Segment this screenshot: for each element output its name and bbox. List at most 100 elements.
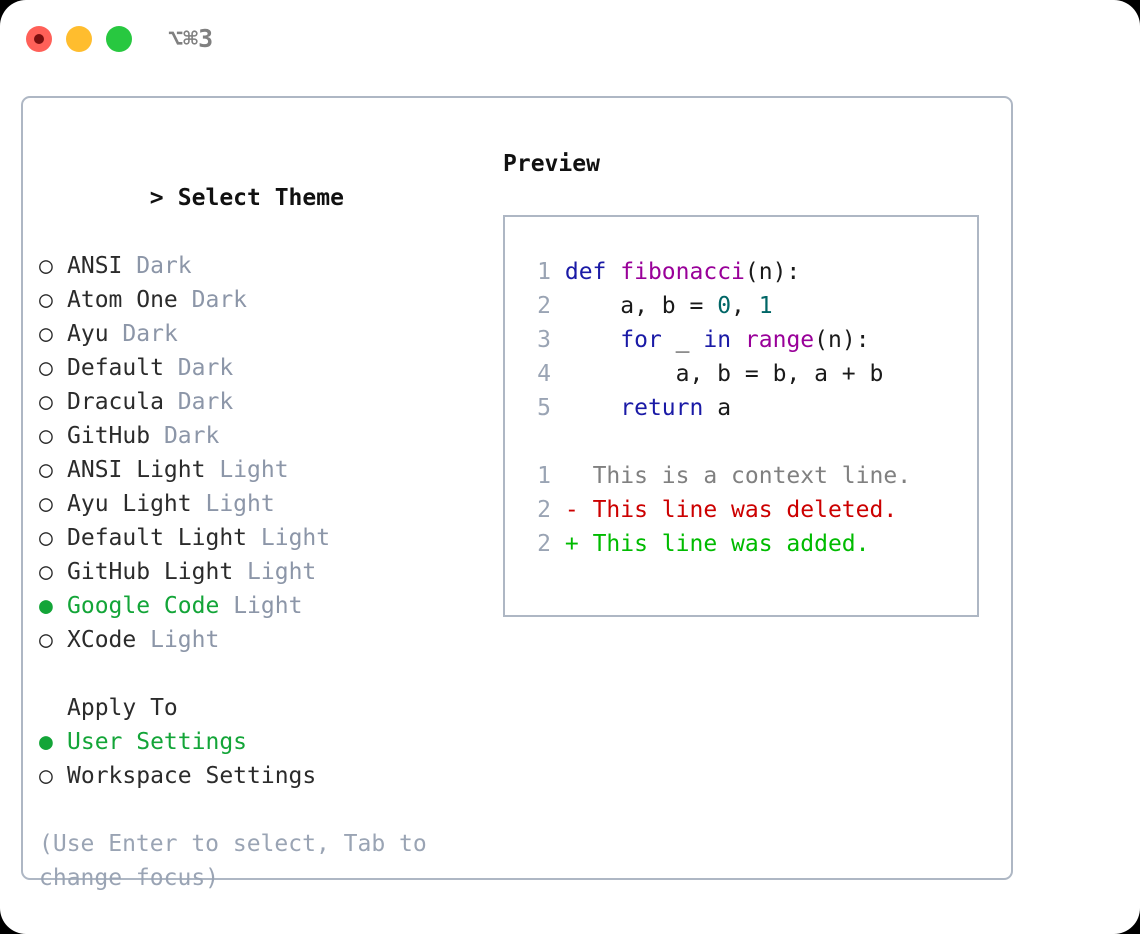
code-diff-gap <box>519 425 971 459</box>
radio-unselected-icon: ○ <box>39 321 67 347</box>
diff-line-text: This is a context line. <box>592 463 912 489</box>
theme-option-atom-one[interactable]: ○ Atom One Dark <box>39 283 479 317</box>
hint-spacer <box>39 793 479 827</box>
prompt-caret-icon: > <box>149 185 178 211</box>
diff-line-ctx: 1 This is a context line. <box>519 459 971 493</box>
theme-option-tag: Light <box>247 559 317 585</box>
theme-option-label: Atom One <box>67 287 178 313</box>
code-token-plain <box>606 259 620 285</box>
theme-option-default-light[interactable]: ○ Default Light Light <box>39 521 479 555</box>
radio-unselected-icon: ○ <box>39 525 67 551</box>
keyboard-hint-text: (Use Enter to select, Tab to change focu… <box>39 831 441 891</box>
theme-list-header-label: Select Theme <box>177 185 344 211</box>
theme-option-tag: Dark <box>191 287 248 313</box>
diff-line-del: 2 - This line was deleted. <box>519 493 971 527</box>
diff-line-number: 1 <box>537 463 551 489</box>
radio-unselected-icon: ○ <box>39 287 67 313</box>
apply-to-option-workspace-settings[interactable]: ○ Workspace Settings <box>39 759 479 793</box>
theme-option-label: ANSI Light <box>67 457 206 483</box>
code-line-number: 2 <box>537 293 551 319</box>
radio-unselected-icon: ○ <box>39 389 67 415</box>
theme-option-github[interactable]: ○ GitHub Dark <box>39 419 479 453</box>
code-line: 5 return a <box>519 391 971 425</box>
diff-line-text: This line was deleted. <box>592 497 898 523</box>
code-token-plain: _ <box>661 327 704 353</box>
radio-selected-icon: ● <box>39 729 67 755</box>
keyboard-shortcut-label: ⌥⌘3 <box>168 24 214 53</box>
theme-option-ansi-light[interactable]: ○ ANSI Light Light <box>39 453 479 487</box>
diff-sign-del: - <box>564 497 593 523</box>
theme-option-tag: Dark <box>122 321 178 347</box>
radio-unselected-icon: ○ <box>39 627 67 653</box>
code-line-number: 4 <box>537 361 551 387</box>
theme-option-label: GitHub Light <box>67 559 234 585</box>
diff-sign-add: + <box>564 531 593 557</box>
theme-option-ansi[interactable]: ○ ANSI Dark <box>39 249 479 283</box>
theme-option-label: XCode <box>67 627 137 653</box>
code-token-plain: (n): <box>814 327 870 353</box>
code-line-number: 5 <box>537 395 551 421</box>
theme-option-label: GitHub <box>67 423 151 449</box>
minimize-button[interactable] <box>66 26 92 52</box>
radio-selected-icon: ● <box>39 593 67 619</box>
code-token-plain: a, b = <box>564 293 718 319</box>
theme-option-tag: Light <box>205 491 275 517</box>
apply-to-title: Apply To <box>67 695 178 721</box>
diff-line-text: This line was added. <box>592 531 870 557</box>
theme-list-column: > Select Theme ○ ANSI Dark○ Atom One Dar… <box>39 147 479 895</box>
diff-line-number: 2 <box>537 497 551 523</box>
radio-unselected-icon: ○ <box>39 423 67 449</box>
close-button[interactable] <box>26 26 52 52</box>
theme-option-label: Default Light <box>67 525 248 551</box>
code-token-fn: range <box>744 327 815 353</box>
theme-option-label: Dracula <box>67 389 164 415</box>
diff-sign-ctx <box>565 463 593 489</box>
theme-option-xcode[interactable]: ○ XCode Light <box>39 623 479 657</box>
theme-option-tag: Dark <box>163 423 220 449</box>
apply-to-option-label: User Settings <box>67 729 248 755</box>
theme-option-dracula[interactable]: ○ Dracula Dark <box>39 385 479 419</box>
theme-option-label: Google Code <box>67 593 220 619</box>
theme-option-label: Default <box>67 355 164 381</box>
section-spacer <box>39 657 479 691</box>
apply-to-option-user-settings[interactable]: ● User Settings <box>39 725 479 759</box>
code-line: 1 def fibonacci(n): <box>519 255 971 289</box>
theme-option-ayu[interactable]: ○ Ayu Dark <box>39 317 479 351</box>
theme-option-google-code[interactable]: ● Google Code Light <box>39 589 479 623</box>
code-token-fn: fibonacci <box>620 259 745 285</box>
theme-option-tag: Dark <box>177 355 234 381</box>
code-token-kw: return <box>620 395 704 421</box>
code-line: 4 a, b = b, a + b <box>519 357 971 391</box>
theme-option-default[interactable]: ○ Default Dark <box>39 351 479 385</box>
theme-option-tag: Light <box>219 457 289 483</box>
code-token-kw: in <box>703 327 732 353</box>
apply-to-options-list[interactable]: ● User Settings○ Workspace Settings <box>39 725 479 793</box>
maximize-button[interactable] <box>106 26 132 52</box>
code-token-kw: for <box>620 327 662 353</box>
preview-column: Preview 1 def fibonacci(n):2 a, b = 0, 1… <box>503 147 993 617</box>
theme-option-github-light[interactable]: ○ GitHub Light Light <box>39 555 479 589</box>
diff-sample: 1 This is a context line.2 - This line w… <box>519 459 971 561</box>
theme-option-tag: Light <box>233 593 303 619</box>
theme-option-tag: Light <box>260 525 331 551</box>
code-token-plain <box>731 327 745 353</box>
theme-options-list[interactable]: ○ ANSI Dark○ Atom One Dark○ Ayu Dark○ De… <box>39 249 479 657</box>
code-token-plain: (n): <box>744 259 801 285</box>
radio-unselected-icon: ○ <box>39 491 67 517</box>
radio-unselected-icon: ○ <box>39 457 67 483</box>
theme-option-label: Ayu Light <box>67 491 192 517</box>
code-token-plain: , <box>731 293 759 319</box>
theme-option-ayu-light[interactable]: ○ Ayu Light Light <box>39 487 479 521</box>
diff-line-add: 2 + This line was added. <box>519 527 971 561</box>
code-token-plain: a <box>703 395 732 421</box>
window-titlebar: ⌥⌘3 <box>0 0 1140 78</box>
preview-title: Preview <box>503 151 600 177</box>
theme-option-tag: Dark <box>136 253 192 279</box>
radio-unselected-icon: ○ <box>39 559 67 585</box>
theme-option-label: ANSI <box>67 253 123 279</box>
code-token-plain <box>565 327 620 353</box>
